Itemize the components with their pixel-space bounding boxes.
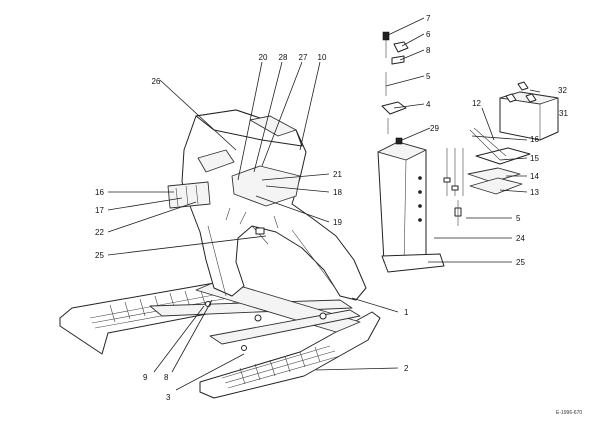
callout-3: 3 <box>166 393 171 402</box>
callout-21: 20 <box>259 53 268 62</box>
callout-12: 12 <box>472 99 481 108</box>
callout-24: 24 <box>516 234 525 243</box>
callout-5-top: 5 <box>426 72 431 81</box>
callout-11: 10 <box>318 53 327 62</box>
footrest-right <box>199 311 381 399</box>
fastener-stack <box>381 31 409 145</box>
callout-29: 28 <box>279 53 288 62</box>
callout-23: 22 <box>95 228 104 237</box>
callout-17: 16 <box>95 188 104 197</box>
frame-rail <box>149 279 361 351</box>
callout-6: 6 <box>426 30 431 39</box>
callout-1: 1 <box>404 308 409 317</box>
callout-8: 8 <box>426 46 431 55</box>
callout-7: 7 <box>426 14 431 23</box>
battery-tray <box>467 127 531 195</box>
callout-18: 17 <box>95 206 104 215</box>
callout-28: 27 <box>299 53 308 62</box>
callout-26: 25 <box>95 251 104 260</box>
callout-30: 29 <box>430 124 439 133</box>
callout-13: 13 <box>530 188 539 197</box>
battery <box>499 81 559 141</box>
callout-2: 2 <box>404 364 409 373</box>
callout-25: 25 <box>516 258 525 267</box>
callout-9: 8 <box>164 373 169 382</box>
callout-19: 18 <box>333 188 342 197</box>
callout-15: 15 <box>530 154 539 163</box>
drawing-reference-code: E-1996-670 <box>556 410 582 416</box>
callout-10: 9 <box>143 373 148 382</box>
callout-32: 32 <box>558 86 567 95</box>
callout-4: 4 <box>426 100 431 109</box>
callout-labels: 26 20 28 27 10 21 18 19 16 17 22 25 1 2 … <box>95 14 568 402</box>
callout-5-lower: 5 <box>516 214 521 223</box>
callout-14: 14 <box>530 172 539 181</box>
support-post <box>377 141 445 273</box>
rod-assembly <box>443 148 464 226</box>
callout-20: 19 <box>333 218 342 227</box>
callout-22: 21 <box>333 170 342 179</box>
callout-27: 26 <box>152 77 161 86</box>
leader-lines <box>107 17 541 391</box>
console-cover <box>167 109 367 301</box>
callout-31: 31 <box>559 109 568 118</box>
callout-16: 16 <box>530 135 539 144</box>
